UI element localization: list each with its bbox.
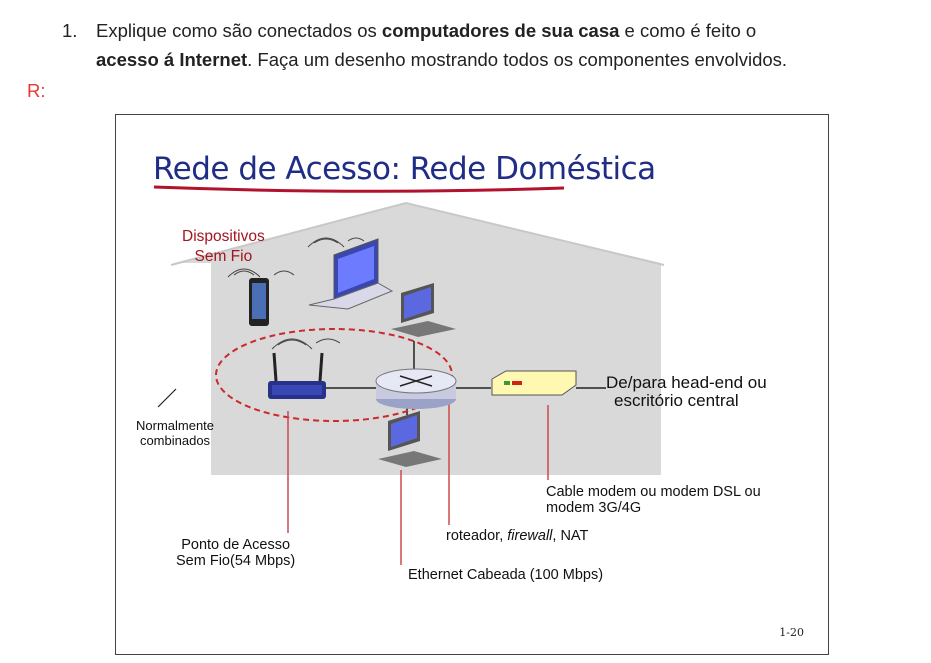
ethernet-label: Ethernet Cabeada (100 Mbps) xyxy=(408,567,604,583)
headend-label: De/para head-end ou escritório central xyxy=(606,374,767,410)
label-line: Dispositivos xyxy=(182,228,265,245)
access-point-label: Ponto de Acesso Sem Fio(54 Mbps) xyxy=(176,537,295,569)
title-underline xyxy=(153,185,565,193)
combined-ellipse xyxy=(215,328,453,422)
laptop-icon xyxy=(308,238,394,310)
access-point-icon xyxy=(268,352,326,399)
wireless-waves-icon xyxy=(227,268,295,278)
router-label-text: roteador, xyxy=(446,528,508,544)
modem-icon xyxy=(491,370,577,396)
label-line: Normalmente xyxy=(136,418,215,433)
question-bold-internet: acesso á Internet xyxy=(96,49,248,70)
question-text-part: e como é feito o xyxy=(619,20,757,41)
combined-pointer xyxy=(157,388,177,408)
desktop-computer-icon xyxy=(378,411,442,467)
page-number: 1-20 xyxy=(779,626,804,639)
question-text-part: Explique como são conectados os xyxy=(96,20,382,41)
slide-image: Rede de Acesso: Rede Doméstica Dispositi… xyxy=(115,114,829,655)
question-number: 1. xyxy=(62,20,78,41)
smartphone-icon xyxy=(249,278,269,326)
wireless-waves-icon xyxy=(307,237,365,248)
modem-label: Cable modem ou modem DSL ou modem 3G/4G xyxy=(546,484,761,516)
house-roof xyxy=(170,201,665,266)
slide-title: Rede de Acesso: Rede Doméstica xyxy=(153,151,656,187)
wireless-devices-label: Dispositivos Sem Fio xyxy=(182,227,265,267)
network-diagram xyxy=(153,185,665,565)
house-shape xyxy=(174,203,661,475)
answer-label: R: xyxy=(27,80,46,101)
label-line: Sem Fio(54 Mbps) xyxy=(176,553,296,569)
router-label: roteador, firewall, NAT xyxy=(446,528,588,544)
desktop-computer-icon xyxy=(391,283,456,337)
label-line: modem 3G/4G xyxy=(546,500,642,516)
label-line: Cable modem ou modem DSL ou xyxy=(546,484,761,500)
router-icon xyxy=(375,368,457,409)
label-line: combinados xyxy=(139,433,211,448)
router-label-firewall: firewall xyxy=(507,528,553,544)
router-label-text: , NAT xyxy=(552,528,589,544)
label-line: Sem Fio xyxy=(194,248,253,265)
label-line: Ponto de Acesso xyxy=(181,537,291,553)
question-text-part: . Faça um desenho mostrando todos os com… xyxy=(247,49,788,70)
question-bold-computers: computadores de sua casa xyxy=(381,20,620,41)
wireless-waves-icon xyxy=(271,338,341,350)
question-text: Explique como são conectados os computad… xyxy=(96,16,926,74)
combined-label: Normalmente combinados xyxy=(136,418,214,448)
label-line: escritório central xyxy=(614,391,739,410)
label-line: De/para head-end ou xyxy=(606,373,767,392)
